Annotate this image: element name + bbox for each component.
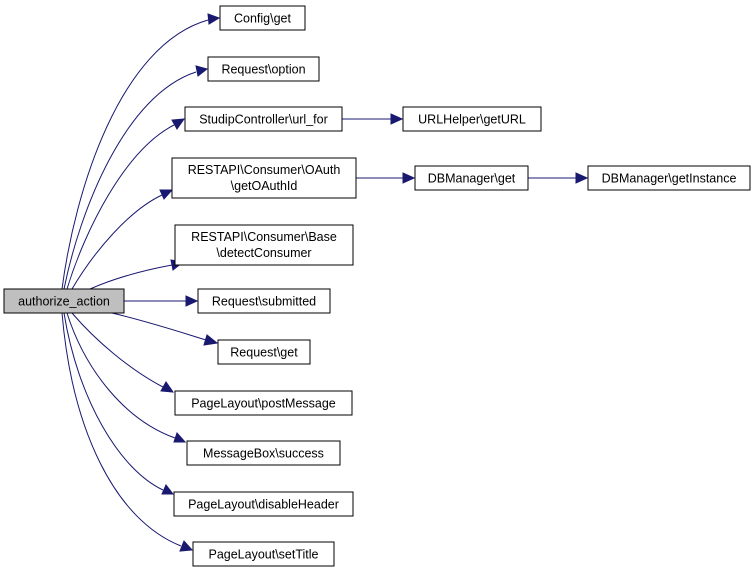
node-label-line-1: RESTAPI\Consumer\Base: [191, 230, 337, 244]
arrowhead-disable-header: [161, 484, 175, 495]
node-pagelayout-settitle[interactable]: PageLayout\setTitle: [192, 541, 335, 567]
node-label: Request\option: [221, 63, 305, 77]
node-label: Config\get: [234, 12, 292, 26]
node-label: Request\get: [230, 346, 298, 360]
node-dbmanager-getinstance[interactable]: DBManager\getInstance: [587, 165, 751, 191]
node-authorize-action[interactable]: authorize_action: [3, 288, 125, 314]
arrowhead-config-get: [207, 13, 221, 25]
edge-authorize-msgbox-success: [66, 312, 176, 439]
arrowhead-urlhelper: [390, 113, 404, 125]
node-label: URLHelper\getURL: [418, 113, 526, 127]
node-label: PageLayout\setTitle: [208, 548, 318, 562]
arrowhead-request-get: [203, 334, 219, 346]
node-request-get[interactable]: Request\get: [217, 339, 311, 365]
nodes: authorize_action Config\get Request\opti…: [3, 5, 751, 567]
edge-authorize-post-message: [71, 312, 164, 388]
edge-authorize-oauth-getid: [71, 194, 163, 290]
arrowhead-dbmanager-get: [402, 172, 416, 184]
node-request-submitted[interactable]: Request\submitted: [197, 288, 331, 314]
edge-authorize-url-for: [66, 124, 175, 290]
node-label: PageLayout\postMessage: [191, 397, 336, 411]
edge-authorize-config-get: [61, 19, 209, 290]
node-dbmanager-get[interactable]: DBManager\get: [414, 165, 529, 191]
node-label-line-1: RESTAPI\Consumer\OAuth: [188, 163, 341, 177]
arrowhead-request-submitted: [185, 295, 199, 307]
node-label: Request\submitted: [212, 295, 316, 309]
arrowhead-post-message: [160, 381, 175, 393]
arrowhead-set-title: [179, 540, 194, 552]
node-studip-controller-url-for[interactable]: StudipController\url_for: [184, 106, 343, 132]
arrowhead-oauth-getid: [159, 189, 174, 200]
node-pagelayout-postmessage[interactable]: PageLayout\postMessage: [174, 390, 353, 416]
node-label: StudipController\url_for: [199, 113, 328, 127]
arrowhead-msgbox-success: [173, 432, 187, 443]
node-urlhelper-geturl[interactable]: URLHelper\getURL: [402, 106, 542, 132]
node-label: DBManager\getInstance: [602, 172, 737, 186]
node-request-option[interactable]: Request\option: [207, 56, 320, 82]
node-pagelayout-disableheader[interactable]: PageLayout\disableHeader: [173, 491, 354, 517]
arrowhead-request-option: [195, 65, 209, 77]
edge-authorize-detect-consumer: [89, 264, 173, 290]
edge-authorize-disable-header: [63, 312, 164, 491]
node-oauth-getoauthid[interactable]: RESTAPI\Consumer\OAuth \getOAuthId: [171, 157, 357, 199]
node-label: DBManager\get: [428, 172, 516, 186]
node-base-detectconsumer[interactable]: RESTAPI\Consumer\Base \detectConsumer: [174, 224, 354, 266]
arrowhead-url-for: [171, 118, 186, 130]
arrowhead-dbmanager-getinstance: [575, 172, 589, 184]
node-label-line-2: \getOAuthId: [231, 179, 298, 193]
node-label-line-2: \detectConsumer: [216, 246, 311, 260]
edges: [61, 13, 589, 552]
node-config-get[interactable]: Config\get: [219, 5, 306, 31]
edge-authorize-request-option: [63, 71, 197, 290]
node-label: MessageBox\success: [203, 447, 324, 461]
edge-authorize-set-title: [61, 312, 182, 547]
node-label: PageLayout\disableHeader: [188, 498, 339, 512]
node-label: authorize_action: [18, 295, 110, 309]
node-messagebox-success[interactable]: MessageBox\success: [186, 440, 341, 466]
edge-authorize-request-get: [111, 312, 207, 341]
